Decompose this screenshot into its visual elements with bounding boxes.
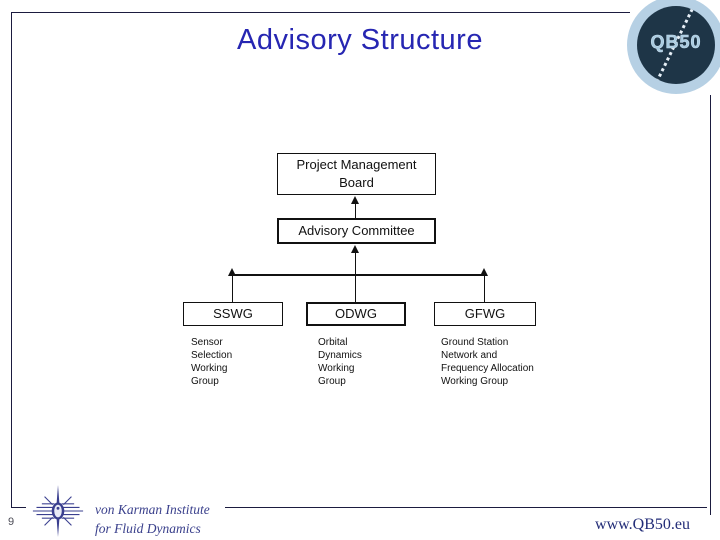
institute-name: von Karman Institute for Fluid Dynamics [95,500,210,538]
page-number: 9 [8,516,15,528]
frame-bottom-left-stub [11,507,26,508]
connector-sswg-riser [232,276,233,302]
odwg-description: Orbital Dynamics Working Group [318,337,362,387]
connector-bus [232,274,486,276]
slide-title: Advisory Structure [237,24,483,56]
advisory-committee-label: Advisory Committee [298,223,415,238]
sswg-description: Sensor Selection Working Group [191,337,233,387]
qb50-logo-text: QB50 [650,32,702,53]
arrow-to-pmb-icon [351,196,359,204]
sswg-label: SSWG [213,306,253,321]
qb50-logo: QB50 [627,0,720,94]
gfwg-box: GFWG [434,302,536,326]
arrow-bus-right-icon [480,268,488,276]
footer-rule [225,507,707,508]
odwg-label: ODWG [335,306,377,321]
sswg-box: SSWG [183,302,283,326]
advisory-committee-box: Advisory Committee [277,218,436,244]
connector-bus-ac [355,252,356,275]
arrow-bus-left-icon [228,268,236,276]
frame-left-line [11,12,12,508]
project-management-board-label: Project Management Board [296,157,417,190]
odwg-box: ODWG [306,302,406,326]
gfwg-label: GFWG [464,306,506,321]
frame-top-line [11,12,630,13]
connector-odwg-drop [355,276,356,302]
institute-name-line2: for Fluid Dynamics [95,521,201,536]
gfwg-description: Ground Station Network and Frequency All… [441,337,534,387]
project-management-board-box: Project Management Board [277,153,436,195]
qb50-logo-disc: QB50 [637,6,715,84]
arrow-to-ac-icon [351,245,359,253]
frame-right-line [710,95,711,515]
connector-gfwg-riser [484,276,485,302]
institute-name-line1: von Karman Institute [95,502,210,517]
vki-logo [32,485,84,537]
connector-ac-pmb [355,203,356,218]
website-url: www.QB50.eu [595,516,690,533]
